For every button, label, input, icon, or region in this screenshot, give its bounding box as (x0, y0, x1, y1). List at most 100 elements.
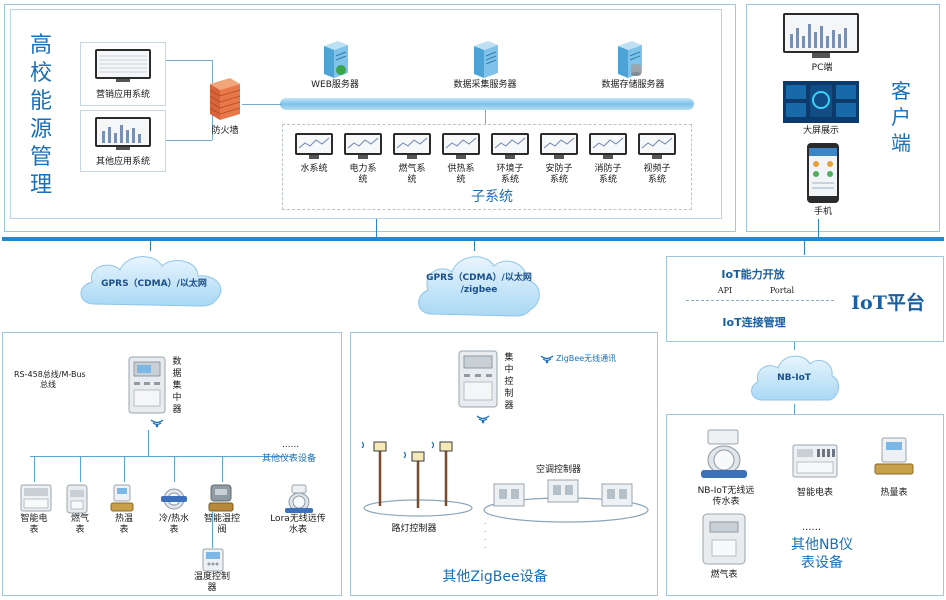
meter-device-label: 智能温控阀 (203, 514, 240, 535)
subsystem-monitor-icon (588, 132, 628, 166)
nb-water-meter-label: NB-IoT无线远 传水表 (697, 486, 755, 507)
heat-meter-icon (874, 436, 914, 484)
subsystem-label: 视频子系统 (643, 164, 671, 185)
meter-device-label: 热温表 (114, 514, 133, 535)
bus-line (124, 456, 125, 482)
connector (242, 104, 282, 105)
client-title: 客 户 端 (891, 79, 911, 155)
smart-meter-icon (792, 444, 838, 482)
signal-icon (150, 414, 164, 433)
zigbee-comm-label: ZigBee无线通讯 (556, 354, 617, 363)
subsystem-monitor-icon (637, 132, 677, 166)
connector (166, 140, 212, 141)
mid-zone-panel (350, 332, 658, 596)
web-server-label: WEB服务器 (311, 80, 359, 90)
bus-line (212, 512, 213, 548)
subsystem-label: 水系统 (300, 164, 328, 174)
subsystem-monitor-icon (490, 132, 530, 166)
sales-app-label: 营销应用系统 (95, 90, 150, 100)
bus-label: RS-458总线/M-Bus 总线 (14, 370, 86, 389)
subsystem-monitor-icon (343, 132, 383, 166)
smart-meter-label: 智能电表 (796, 488, 833, 498)
campus-inner-panel (10, 9, 722, 219)
api-tag: API (717, 286, 733, 295)
subsystem-label: 燃气系统 (398, 164, 426, 185)
meter-device-icon (20, 484, 52, 516)
meter-device-label: 智能电表 (20, 514, 48, 535)
meter-device-label: 燃气表 (70, 514, 89, 535)
bus-line (222, 456, 223, 482)
iot-conn-label: IoT连接管理 (722, 316, 786, 329)
firewall-icon (208, 76, 242, 126)
gas-meter-icon (702, 510, 746, 570)
heat-meter-label: 热量表 (880, 488, 908, 498)
subsystem-label: 电力系统 (349, 164, 377, 185)
bigscreen-label: 大屏展示 (802, 126, 839, 136)
temp-controller-label: 温度控制 器 (193, 572, 230, 593)
streetlight-group (352, 436, 476, 524)
central-controller-icon (458, 350, 498, 412)
nbiot-cloud-label: NB-IoT (777, 373, 811, 383)
other-meters-dots: ...... (282, 440, 300, 450)
bus-line (148, 430, 149, 456)
subsystem-label: 供热系统 (447, 164, 475, 185)
other-app-box (80, 110, 166, 172)
connector (474, 241, 475, 251)
subsystem-monitor-icon (539, 132, 579, 166)
other-app-monitor-icon (94, 116, 152, 156)
ac-controller-label: 空调控制器 (536, 465, 582, 475)
connector (794, 404, 795, 414)
phone-icon (806, 142, 840, 208)
vertical-dots: ···· (484, 520, 487, 552)
bus-line (80, 456, 81, 482)
sales-app-box (80, 42, 166, 106)
divider (686, 300, 834, 301)
collect-server-icon (470, 40, 500, 84)
connector (804, 241, 805, 255)
gprs-cloud-left-label: GPRS（CDMA）/以太网 (101, 279, 207, 289)
other-app-label: 其他应用系统 (95, 157, 150, 167)
ac-controller-group (480, 470, 652, 530)
bigscreen-icon (782, 80, 860, 128)
iot-platform-title: IoT平台 (851, 292, 925, 314)
portal-tag: Portal (769, 286, 795, 295)
collect-server-label: 数据采集服务器 (453, 80, 517, 90)
web-server-icon (320, 40, 350, 84)
subsystems-title: 子系统 (471, 189, 513, 205)
bus-line (174, 456, 175, 482)
gprs-cloud-left (74, 248, 234, 320)
subsystem-label: 环境子系统 (496, 164, 524, 185)
subsystem-monitor-icon (441, 132, 481, 166)
sales-app-monitor-icon (94, 48, 152, 88)
phone-label: 手机 (813, 207, 832, 217)
other-nb-label: 其他NB仪 表设备 (790, 537, 854, 571)
gprs-zigbee-cloud (414, 248, 544, 330)
connector (166, 60, 212, 61)
meter-device-icon (110, 484, 134, 518)
connector (150, 241, 151, 251)
connector (818, 219, 819, 237)
meter-device-label: 冷/热水表 (158, 514, 190, 535)
subsystems-box (282, 124, 692, 210)
meter-device-icon (160, 484, 188, 518)
connector (485, 110, 486, 124)
concentrator-icon (128, 356, 166, 418)
meter-device-icon (66, 484, 88, 518)
central-controller-label: 集 中 控 制 器 (504, 353, 514, 411)
other-nb-dots: ...... (802, 522, 822, 533)
subsystem-label: 安防子系统 (545, 164, 573, 185)
storage-server-icon (614, 40, 644, 84)
gprs-zigbee-cloud-label: GPRS（CDMA）/以太网 /zigbee (426, 273, 532, 295)
connector (794, 342, 795, 350)
nbiot-cloud (748, 348, 840, 414)
subsystem-monitor-icon (392, 132, 432, 166)
meter-device-icon (208, 484, 234, 518)
campus-title: 高 校 能 源 管 理 (29, 33, 52, 198)
pc-label: PC端 (811, 63, 833, 73)
firewall-label: 防火墙 (211, 126, 239, 136)
server-backbone-bus (280, 98, 694, 110)
iot-platform-panel (666, 256, 944, 342)
bus-line (34, 456, 35, 482)
other-meters-label: 其他仪表设备 (262, 454, 317, 464)
nb-water-meter-icon (700, 428, 748, 486)
